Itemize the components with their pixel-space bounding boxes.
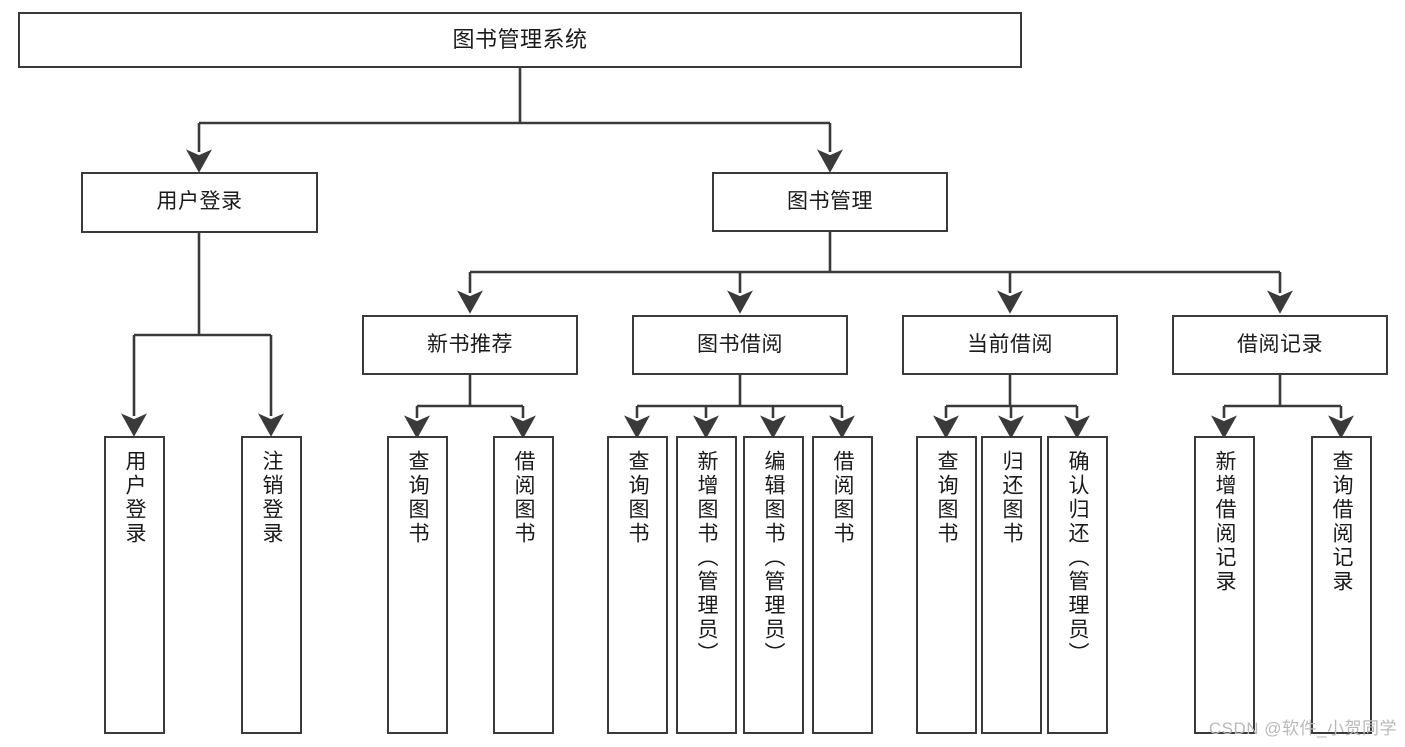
leaf-current-borrow-query[interactable]: 查询图书 <box>916 436 977 734</box>
node-borrow-record-label: 借阅记录 <box>1237 332 1323 356</box>
leaf-label: 用户登录 <box>123 450 146 546</box>
node-current-borrow-label: 当前借阅 <box>967 332 1053 356</box>
leaf-new-book-borrow[interactable]: 借阅图书 <box>493 436 554 734</box>
leaf-label: 归还图书 <box>1000 450 1023 546</box>
node-new-book-recommend-label: 新书推荐 <box>427 332 513 356</box>
leaf-user-login-logout[interactable]: 注销登录 <box>241 436 302 734</box>
watermark: CSDN @软件_小贺同学 <box>1208 719 1397 738</box>
node-borrow-record[interactable]: 借阅记录 <box>1172 315 1388 375</box>
node-current-borrow[interactable]: 当前借阅 <box>902 315 1118 375</box>
leaf-label: 新增借阅记录 <box>1213 450 1236 594</box>
leaf-book-borrow-query[interactable]: 查询图书 <box>607 436 668 734</box>
leaf-label: 编辑图书（管理员） <box>762 450 785 666</box>
leaf-label: 确认归还（管理员） <box>1066 450 1089 666</box>
leaf-current-borrow-confirm[interactable]: 确认归还（管理员） <box>1047 436 1108 734</box>
leaf-borrow-record-query[interactable]: 查询借阅记录 <box>1311 436 1372 734</box>
leaf-book-borrow-edit[interactable]: 编辑图书（管理员） <box>743 436 804 734</box>
leaf-label: 借阅图书 <box>831 450 854 546</box>
leaf-borrow-record-add[interactable]: 新增借阅记录 <box>1194 436 1255 734</box>
leaf-label: 新增图书（管理员） <box>695 450 718 666</box>
node-book-management[interactable]: 图书管理 <box>712 172 948 232</box>
leaf-label: 借阅图书 <box>512 450 535 546</box>
node-new-book-recommend[interactable]: 新书推荐 <box>362 315 578 375</box>
leaf-label: 注销登录 <box>260 450 283 546</box>
leaf-current-borrow-return[interactable]: 归还图书 <box>981 436 1042 734</box>
leaf-label: 查询图书 <box>626 450 649 546</box>
node-root[interactable]: 图书管理系统 <box>18 12 1022 68</box>
leaf-label: 查询借阅记录 <box>1330 450 1353 594</box>
node-user-login-label: 用户登录 <box>156 190 243 214</box>
leaf-book-borrow-borrow[interactable]: 借阅图书 <box>812 436 873 734</box>
node-book-borrow-label: 图书借阅 <box>697 332 783 356</box>
leaf-label: 查询图书 <box>406 450 429 546</box>
leaf-user-login-login[interactable]: 用户登录 <box>104 436 165 734</box>
node-root-label: 图书管理系统 <box>452 27 588 53</box>
node-book-management-label: 图书管理 <box>787 189 873 213</box>
node-user-login[interactable]: 用户登录 <box>81 172 318 233</box>
leaf-label: 查询图书 <box>935 450 958 546</box>
leaf-book-borrow-add[interactable]: 新增图书（管理员） <box>676 436 737 734</box>
leaf-new-book-query[interactable]: 查询图书 <box>387 436 448 734</box>
node-book-borrow[interactable]: 图书借阅 <box>632 315 848 375</box>
